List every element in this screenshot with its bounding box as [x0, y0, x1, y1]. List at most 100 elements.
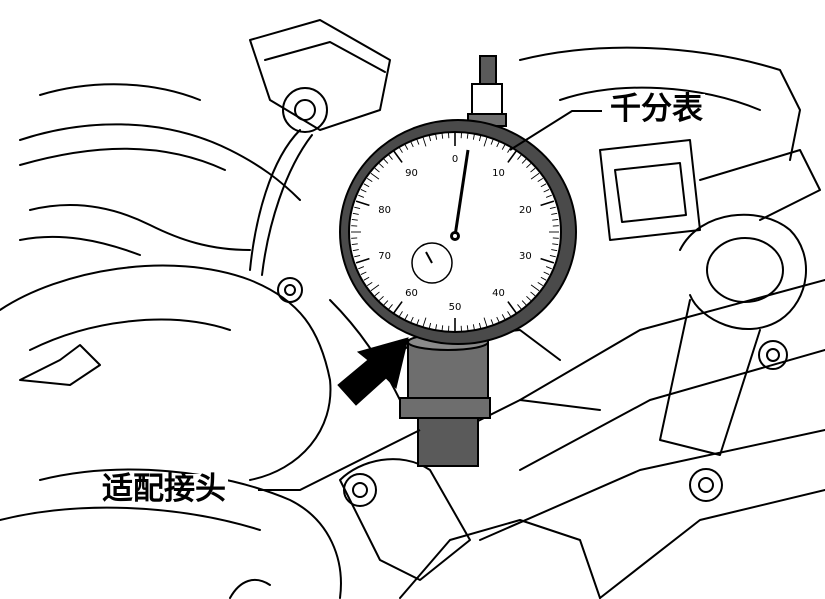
dial-tick [383, 300, 389, 306]
dial-tick [540, 200, 555, 207]
dial-tick [351, 219, 358, 221]
dial-tick [507, 147, 512, 153]
dial-tick [355, 257, 370, 264]
dial-tick [398, 147, 403, 153]
dial-tick [545, 194, 552, 198]
dial-tick [517, 154, 522, 160]
dial-tick [552, 243, 559, 245]
dial-tick [351, 243, 358, 245]
dial-tick [549, 254, 556, 258]
dial-tick [496, 141, 500, 148]
dial-gauge-label: 千分表 [608, 91, 705, 127]
dial-tick [374, 291, 380, 297]
dial-tick [466, 325, 469, 332]
dial-tick [378, 163, 384, 168]
dial-tick [501, 144, 506, 150]
dial-tick [530, 172, 540, 180]
dial-tick [410, 141, 414, 148]
dial-tick [526, 163, 532, 168]
dial-tick [478, 135, 482, 142]
dial-tick [507, 311, 512, 317]
dial-tick [530, 284, 540, 292]
dial-tick [552, 219, 559, 221]
dial-tick [435, 133, 438, 140]
dial-number: 20 [519, 205, 532, 216]
dial-tick [352, 212, 359, 215]
dial-tick [370, 172, 380, 180]
dial-number: 60 [405, 288, 418, 299]
dial-tick [393, 301, 403, 314]
dial-tick [363, 276, 370, 281]
dial-tick [472, 324, 475, 331]
dial-tick [537, 178, 544, 183]
dial-tick [521, 158, 527, 164]
dial-tick [354, 206, 361, 210]
dial-tick [360, 271, 367, 275]
dial-tick [435, 324, 438, 331]
counter-needle [425, 251, 433, 264]
dial-tick [422, 136, 427, 147]
dial-tick [352, 249, 359, 252]
dial-tick [545, 266, 552, 270]
dial-tick [526, 296, 532, 301]
gauge-leader-line [509, 110, 602, 151]
dial-tick [478, 322, 482, 329]
dial-tick [521, 300, 527, 306]
dial-number: 30 [519, 251, 532, 262]
dial-tick [507, 150, 517, 163]
dial-tick [370, 284, 380, 292]
dial-number: 50 [449, 302, 462, 313]
dial-tick [366, 281, 373, 286]
dial-tick [490, 138, 494, 145]
dial-number: 10 [492, 168, 505, 179]
dial-tick [483, 317, 488, 328]
dial-tick [543, 189, 550, 193]
dial-tick [388, 304, 393, 310]
dial-tick [416, 319, 420, 326]
engine-background-lines [0, 19, 825, 599]
dial-tick [363, 183, 370, 188]
dial-tick [360, 189, 367, 193]
dial-scale-ticks [351, 132, 559, 332]
direction-arrow [337, 337, 409, 406]
dial-tick [404, 144, 409, 150]
dial-tick [441, 325, 444, 332]
dial-needle [453, 149, 470, 237]
dial-tick [378, 296, 384, 301]
dial-number: 70 [378, 251, 391, 262]
dial-tick [490, 319, 494, 326]
dial-tick [388, 154, 393, 160]
dial-tick [410, 316, 414, 323]
dial-tick [466, 132, 469, 139]
dial-tick [530, 291, 536, 297]
dial-tick [530, 167, 536, 173]
dial-tick [537, 281, 544, 286]
dial-tick [501, 314, 506, 320]
dial-tick [355, 200, 370, 207]
dial-tick [358, 194, 365, 198]
dial-tick [551, 212, 558, 215]
dial-tick [540, 276, 547, 281]
adapter-label: 适配接头 [100, 471, 228, 507]
dial-number: 40 [492, 288, 505, 299]
dial-tick [383, 158, 389, 164]
dial-tick [472, 133, 475, 140]
dial-tick [540, 257, 555, 264]
dial-number: 0 [452, 154, 458, 165]
dial-number: 90 [405, 168, 418, 179]
dial-tick [483, 136, 488, 147]
dial-tick [422, 317, 427, 328]
dial-tick [428, 135, 432, 142]
dial-tick [441, 132, 444, 139]
dial-tick [358, 266, 365, 270]
dial-tick [393, 150, 403, 163]
dial-tick [354, 254, 361, 258]
leader-lines [258, 110, 602, 491]
dial-tick [496, 316, 500, 323]
dial-tick [374, 167, 380, 173]
dial-tick [549, 206, 556, 210]
dial-tick [551, 249, 558, 252]
